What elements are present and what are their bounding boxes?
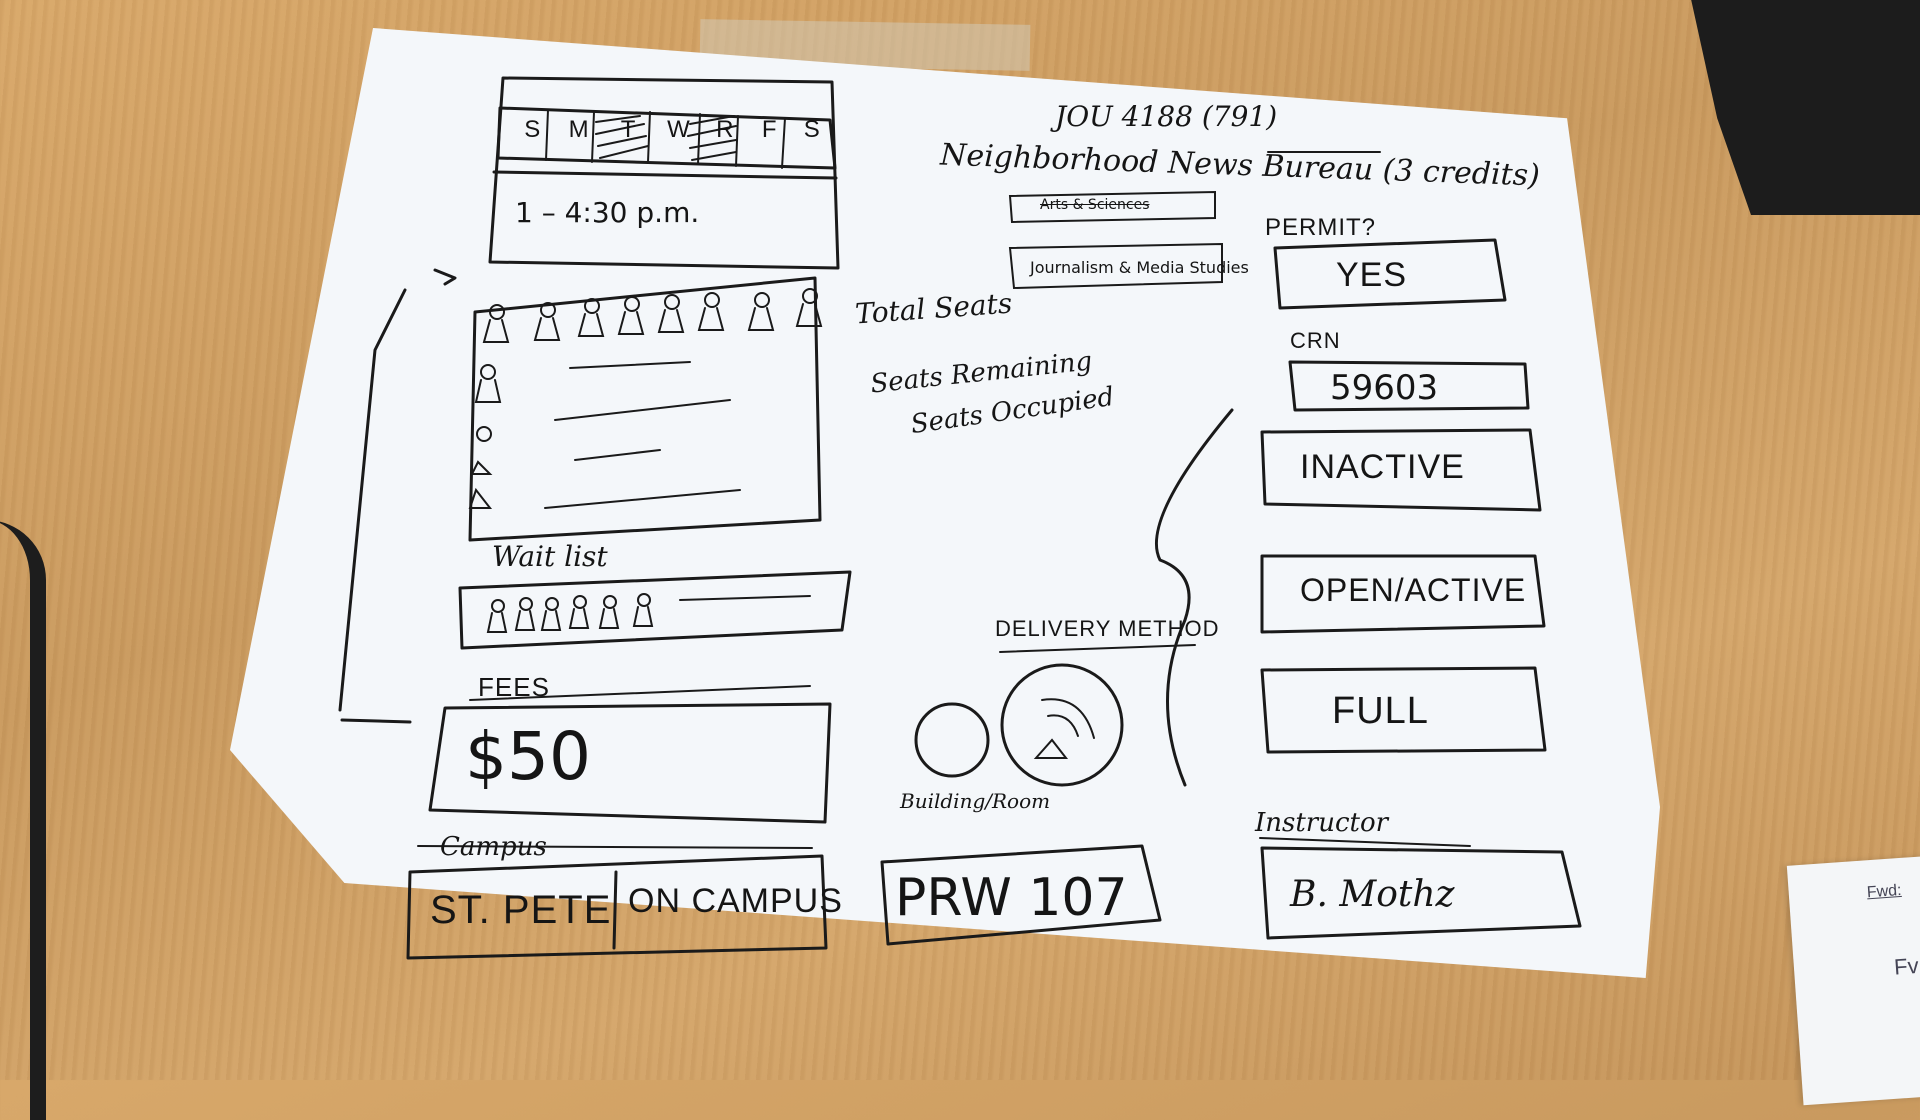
day-wed[interactable]: W [667, 116, 691, 143]
class-time[interactable]: 1 – 4:30 p.m. [515, 196, 700, 229]
crn-value[interactable]: 59603 [1330, 368, 1439, 408]
sketch-lines [338, 76, 1582, 960]
waitlist-label: Wait list [492, 540, 608, 573]
fees-amount[interactable]: $50 [465, 718, 591, 795]
cable [0, 520, 46, 1120]
instructor-value[interactable]: B. Mothz [1290, 874, 1455, 915]
day-sun[interactable]: S [524, 116, 542, 143]
day-fri[interactable]: F [761, 116, 778, 143]
campus-name[interactable]: ST. PETE [430, 888, 612, 932]
campus-label: Campus [440, 832, 547, 862]
course-code: JOU 4188 (791) [1055, 100, 1278, 133]
day-sat[interactable]: S [803, 116, 821, 143]
in-person-delivery-icon[interactable] [916, 704, 988, 776]
instructor-label: Instructor [1255, 808, 1389, 838]
day-mon[interactable]: M [568, 116, 590, 143]
delivery-method-label: DELIVERY METHOD [995, 616, 1220, 641]
permit-label: PERMIT? [1265, 214, 1377, 241]
building-room-value[interactable]: PRW 107 [895, 868, 1128, 928]
status-open-active[interactable]: OPEN/ACTIVE [1300, 572, 1527, 608]
day-tue[interactable]: T [620, 116, 637, 143]
day-thu[interactable]: R [716, 116, 735, 143]
online-delivery-icon[interactable] [1002, 665, 1122, 785]
status-inactive[interactable]: INACTIVE [1300, 448, 1465, 486]
permit-value[interactable]: YES [1336, 256, 1408, 294]
department-value: Journalism & Media Studies [1030, 258, 1249, 277]
crn-label: CRN [1290, 328, 1341, 353]
fees-label: FEES [478, 672, 550, 702]
day-selector[interactable]: S M T W R F S [510, 116, 832, 160]
status-full[interactable]: FULL [1332, 690, 1429, 732]
sketch-paper [230, 28, 1660, 978]
campus-type[interactable]: ON CAMPUS [628, 882, 843, 920]
college-value: Arts & Sciences [1040, 197, 1150, 213]
building-room-label: Building/Room [900, 789, 1051, 813]
